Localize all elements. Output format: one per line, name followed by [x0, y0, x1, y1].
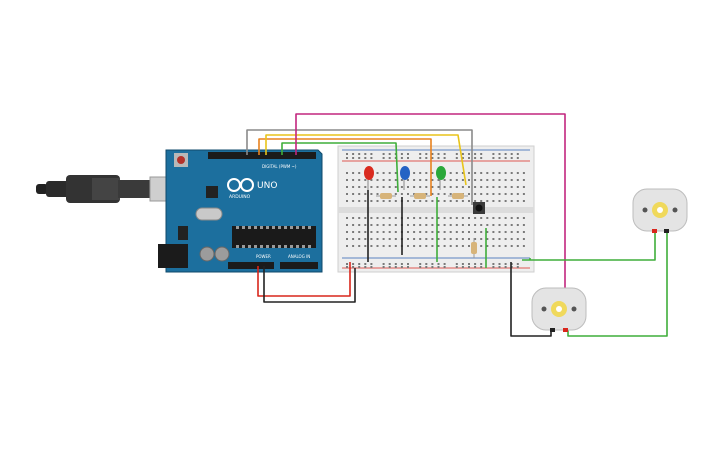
resistor-2[interactable] — [410, 193, 430, 199]
resistor-3[interactable] — [448, 193, 468, 199]
usb-cable — [36, 175, 181, 203]
resistor-1[interactable] — [376, 193, 396, 199]
dc-motor-2[interactable] — [531, 287, 587, 332]
wire-magenta — [295, 113, 566, 302]
arduino-board[interactable]: UNO ARDUINO DIGITAL (PWM ~) POWER ANALOG… — [158, 149, 323, 273]
wire-black-bottom — [263, 266, 356, 303]
wire-orange — [258, 138, 432, 196]
power-header — [228, 262, 274, 269]
arduino-logo — [227, 178, 254, 192]
atmega-chip — [232, 226, 316, 248]
analog-label: ANALOG IN — [288, 254, 310, 259]
breadboard-jumpers — [367, 190, 403, 262]
board-model-label: UNO — [257, 181, 277, 191]
analog-header — [280, 262, 318, 269]
wire-yellow — [265, 134, 467, 186]
wire-gray — [246, 129, 473, 205]
wire-green-top — [281, 142, 399, 193]
wire-red-bottom — [257, 262, 351, 297]
breadboard-green-jumpers — [436, 197, 487, 268]
power-jack — [158, 244, 188, 268]
pushbutton[interactable] — [473, 202, 485, 214]
wire-green-motor1 — [522, 229, 656, 261]
resistor-4[interactable] — [471, 238, 477, 258]
board-brand-label: ARDUINO — [229, 194, 251, 200]
dc-motor-1[interactable] — [632, 188, 688, 233]
digital-label: DIGITAL (PWM ~) — [262, 164, 297, 169]
power-label: POWER — [256, 254, 271, 259]
digital-header — [208, 152, 316, 159]
red-led[interactable] — [364, 166, 374, 190]
blue-led[interactable] — [400, 166, 410, 190]
green-led[interactable] — [436, 166, 446, 190]
